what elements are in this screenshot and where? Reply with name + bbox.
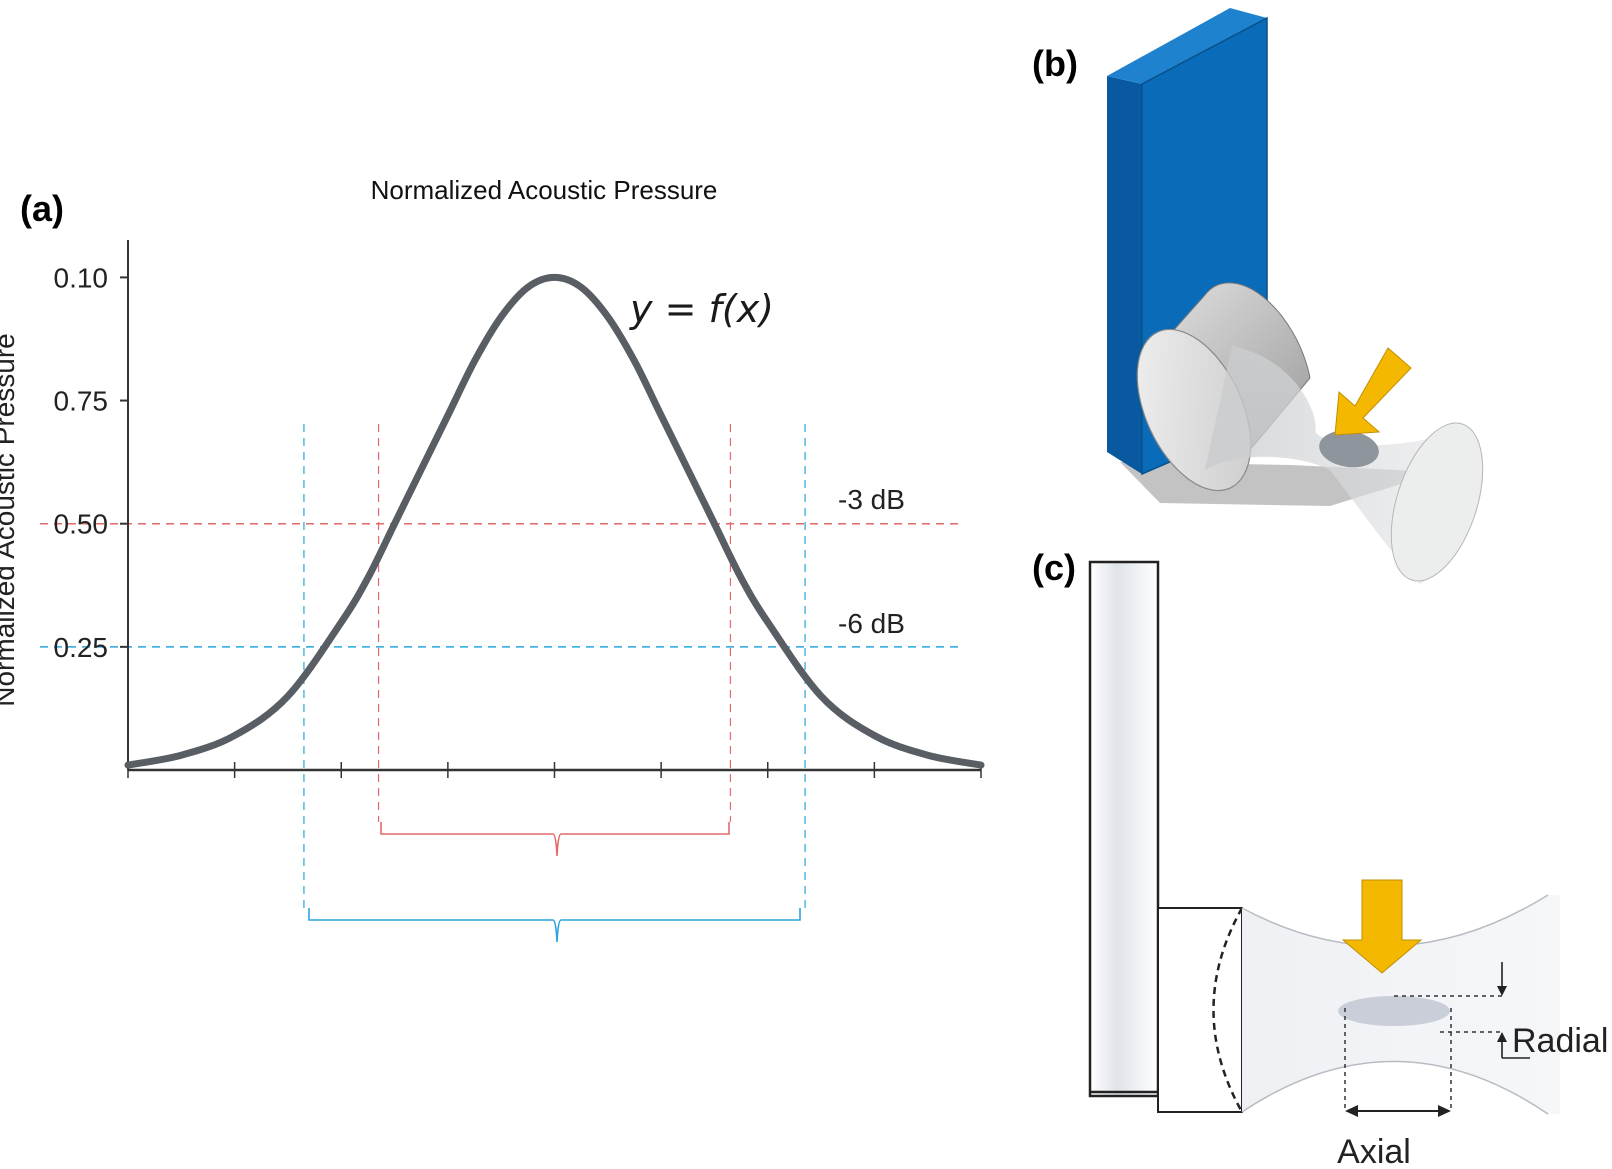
transducer-plate	[1088, 560, 1160, 1098]
beam-end-face	[1390, 422, 1484, 582]
arrow-2d	[1341, 879, 1423, 974]
db-label-6: -6 dB	[838, 608, 905, 639]
y-tick-label: 0.25	[54, 632, 109, 663]
y-tick-label: 0.50	[54, 509, 109, 540]
axial-arrowhead-right	[1438, 1105, 1451, 1117]
panel-a-label: (a)	[20, 188, 64, 229]
pressure-curve	[124, 273, 985, 769]
reference-lines	[40, 424, 961, 908]
function-label: y = f(x)	[629, 287, 774, 331]
db-label-3: -3 dB	[838, 484, 905, 515]
housing-side	[1107, 76, 1142, 474]
chart-title: Normalized Acoustic Pressure	[371, 175, 718, 205]
axial-arrowhead-left	[1345, 1105, 1358, 1117]
beam-lower-edge	[1241, 1060, 1549, 1115]
housing-top	[1107, 8, 1267, 84]
radial-arrowhead-bottom	[1497, 1032, 1507, 1042]
y-axis-label: Normalized Acoustic Pressure	[0, 333, 20, 706]
transducer-lens-block	[1157, 907, 1243, 1113]
axial-label: Axial	[1337, 1133, 1411, 1169]
arrow-3d	[1334, 347, 1412, 436]
brace-3db	[380, 822, 730, 857]
radial-label: Radial	[1512, 1022, 1608, 1060]
focal-spot	[1319, 430, 1379, 468]
y-tick-label: 0.75	[54, 386, 109, 417]
panel-a: (a) Normalized Acoustic Pressure Normali…	[0, 175, 985, 943]
panel-b-label: (b)	[1032, 43, 1078, 84]
panel-c-label: (c)	[1032, 547, 1076, 588]
axis-ticks: 0.25 0.50 0.75 0.10	[54, 262, 982, 778]
brace-6db	[308, 908, 801, 943]
panel-c: (c) Radial Axial	[1032, 547, 1608, 1169]
lens-curve	[1212, 907, 1244, 1113]
radial-arrowhead-top	[1497, 986, 1507, 996]
focal-beam-3d	[1205, 346, 1484, 584]
panel-b: (b)	[1032, 8, 1484, 584]
y-tick-label: 0.10	[54, 262, 109, 293]
focal-spot-2d	[1338, 996, 1450, 1026]
